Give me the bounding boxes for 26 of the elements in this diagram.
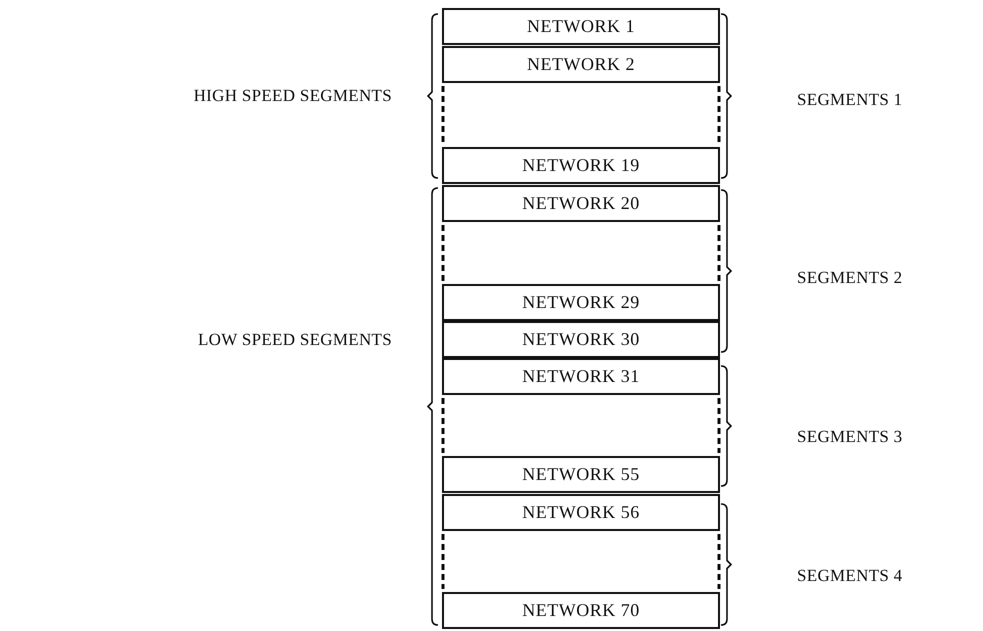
network-box (442, 592, 720, 629)
segment-label: SEGMENTS 4 (797, 566, 902, 586)
network-box (442, 8, 720, 45)
network-label: NETWORK 19 (522, 155, 640, 176)
network-box (442, 494, 720, 531)
segment-label: SEGMENTS 3 (797, 427, 902, 447)
network-box (442, 185, 720, 222)
segment-label: SEGMENTS 1 (797, 90, 902, 110)
network-label: NETWORK 1 (527, 16, 635, 37)
network-box (442, 147, 720, 184)
network-label: NETWORK 30 (522, 329, 640, 350)
network-box (442, 321, 720, 358)
network-label: NETWORK 55 (522, 464, 640, 485)
network-box (442, 46, 720, 83)
network-box (442, 284, 720, 321)
network-label: NETWORK 70 (522, 600, 640, 621)
group-label: LOW SPEED SEGMENTS (198, 330, 392, 350)
segment-label: SEGMENTS 2 (797, 268, 902, 288)
network-label: NETWORK 56 (522, 502, 640, 523)
network-box (442, 358, 720, 395)
network-label: NETWORK 31 (522, 366, 640, 387)
network-label: NETWORK 2 (527, 54, 635, 75)
network-box (442, 456, 720, 493)
network-label: NETWORK 29 (522, 292, 640, 313)
group-label: HIGH SPEED SEGMENTS (194, 86, 392, 106)
network-label: NETWORK 20 (522, 193, 640, 214)
